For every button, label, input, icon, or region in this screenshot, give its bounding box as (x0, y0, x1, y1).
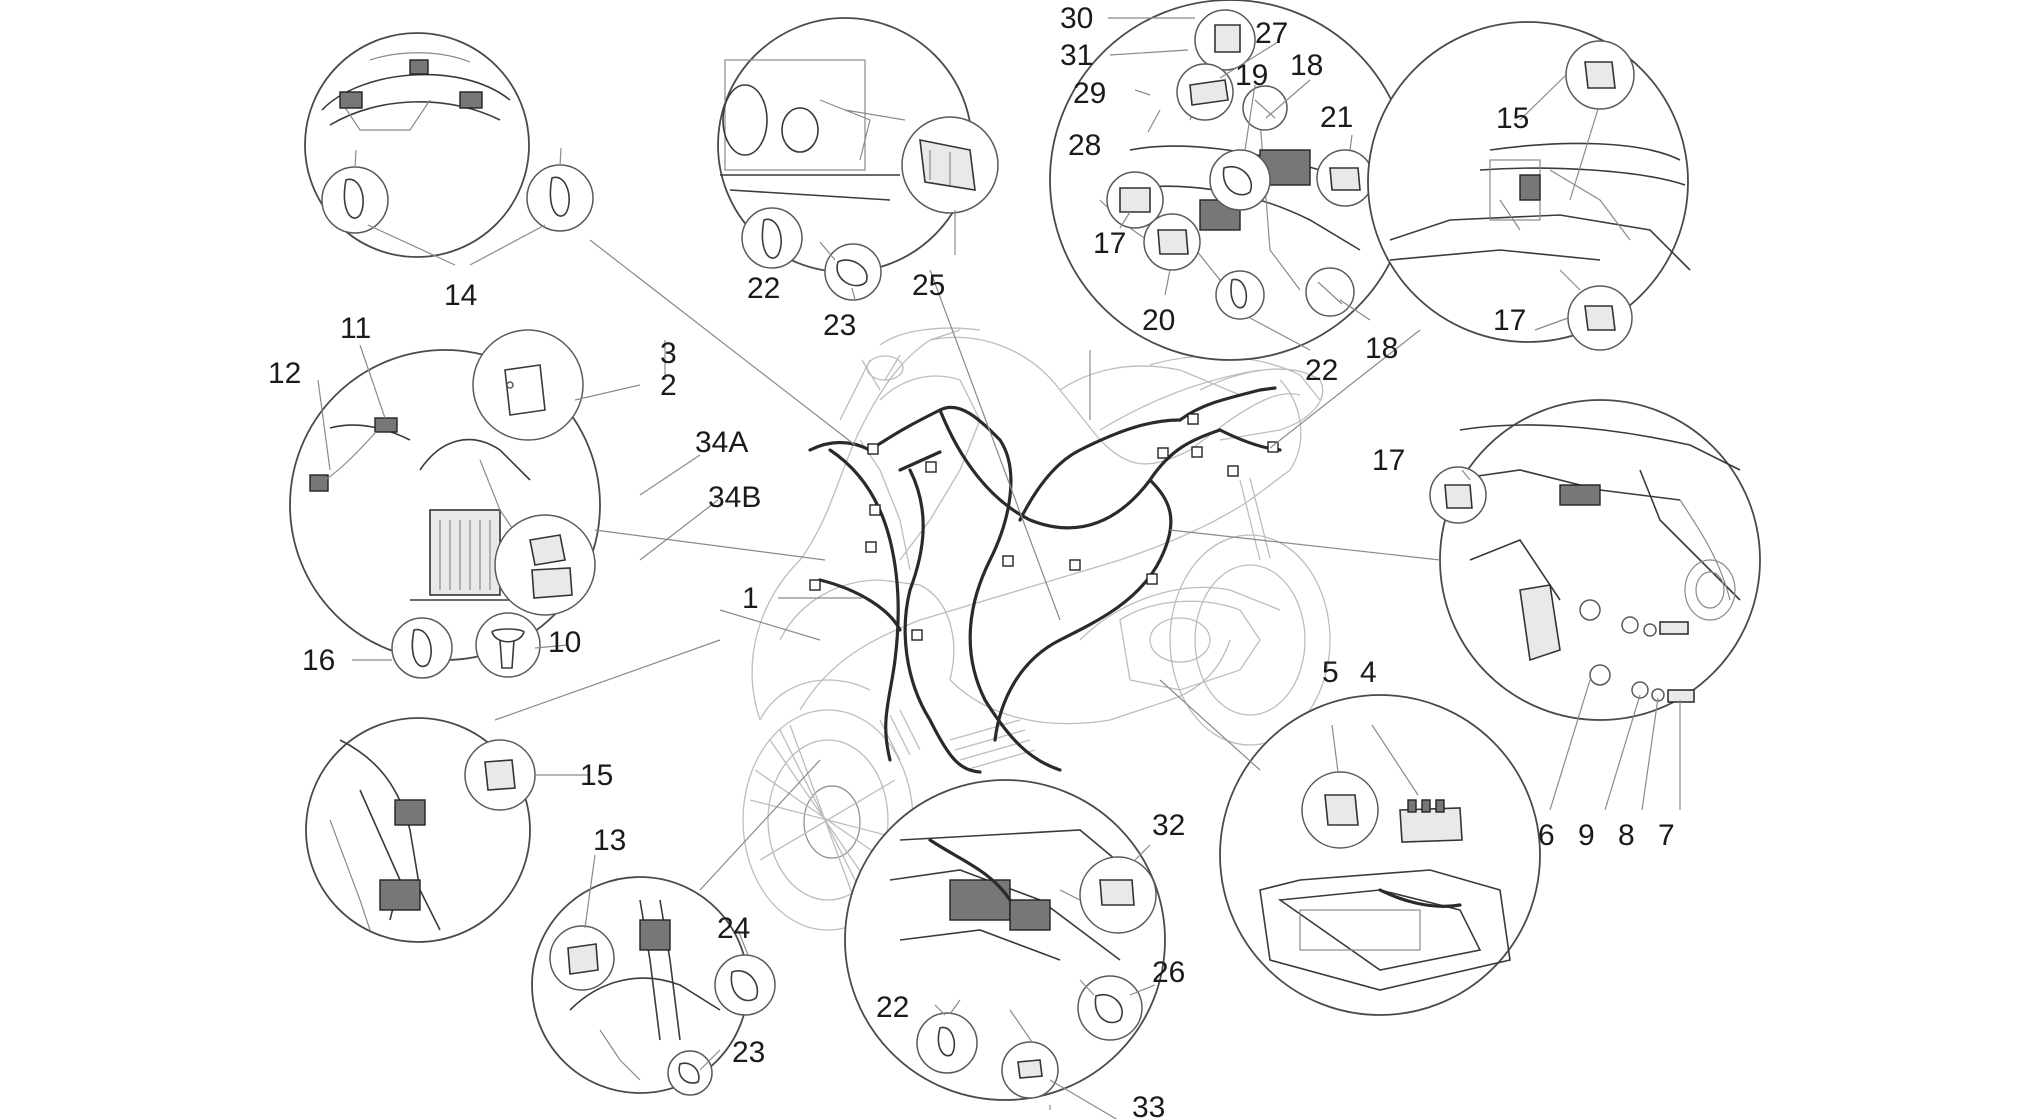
detail-handlebar (304, 32, 856, 446)
callout-31: 31 (1060, 39, 1093, 72)
harness-connector-tags (809, 413, 1279, 641)
scooter-outline (742, 327, 1331, 931)
callout-21: 21 (1320, 101, 1353, 134)
callout-18-bottom: 18 (1365, 332, 1398, 365)
callout-15-lower: 15 (580, 759, 613, 792)
callout-23-fork: 23 (732, 1036, 765, 1069)
callout-8: 8 (1618, 819, 1635, 852)
callout-24: 24 (717, 912, 750, 945)
callout-15-upper: 15 (1496, 102, 1529, 135)
callout-11: 11 (340, 312, 371, 345)
callout-22-steering: 22 (1305, 354, 1338, 387)
callout-7: 7 (1658, 819, 1675, 852)
callout-19: 19 (1235, 59, 1268, 92)
callout-13: 13 (593, 824, 626, 857)
callout-6: 6 (1538, 819, 1555, 852)
detail-under-floor (844, 779, 1166, 1101)
callout-2: 2 (660, 369, 677, 402)
callout-labels: 1 2 3 4 5 6 7 8 9 10 11 12 13 14 15 15 1… (268, 2, 1675, 1119)
detail-front-lower (305, 639, 721, 943)
callout-33: 33 (1132, 1091, 1165, 1119)
callout-17-frame: 17 (1493, 304, 1526, 337)
callout-28: 28 (1068, 129, 1101, 162)
callout-4: 4 (1360, 656, 1377, 689)
callout-25: 25 (912, 269, 945, 302)
callout-23-front: 23 (823, 309, 856, 342)
detail-steering-head (1049, 0, 1411, 420)
callout-20: 20 (1142, 304, 1175, 337)
detail-front-fork (531, 759, 821, 1096)
callout-30: 30 (1060, 2, 1093, 35)
callout-17-steering: 17 (1093, 227, 1126, 260)
callout-1: 1 (742, 582, 759, 615)
callout-17-rear: 17 (1372, 444, 1405, 477)
detail-front-panel (717, 17, 1061, 621)
callout-10: 10 (548, 626, 581, 659)
detail-voltage-regulator (289, 329, 826, 679)
callout-22-front: 22 (747, 272, 780, 305)
callout-16: 16 (302, 644, 335, 677)
callout-5: 5 (1322, 656, 1339, 689)
callout-27: 27 (1255, 17, 1288, 50)
callout-29: 29 (1073, 77, 1106, 110)
detail-battery-box (1159, 679, 1541, 1016)
callout-26: 26 (1152, 956, 1185, 989)
callout-34a: 34A (695, 426, 748, 459)
callout-14: 14 (444, 279, 477, 312)
callout-18-top: 18 (1290, 49, 1323, 82)
callout-9: 9 (1578, 819, 1595, 852)
callout-34b: 34B (708, 481, 761, 514)
detail-rear-frame (1269, 21, 1691, 449)
callout-3: 3 (660, 337, 677, 370)
main-wiring-harness (808, 386, 1282, 774)
callout-12: 12 (268, 357, 301, 390)
callout-32: 32 (1152, 809, 1185, 842)
callout-22-floor: 22 (876, 991, 909, 1024)
detail-rear-bracket (1169, 399, 1761, 811)
leader-lines (317, 17, 1569, 1119)
